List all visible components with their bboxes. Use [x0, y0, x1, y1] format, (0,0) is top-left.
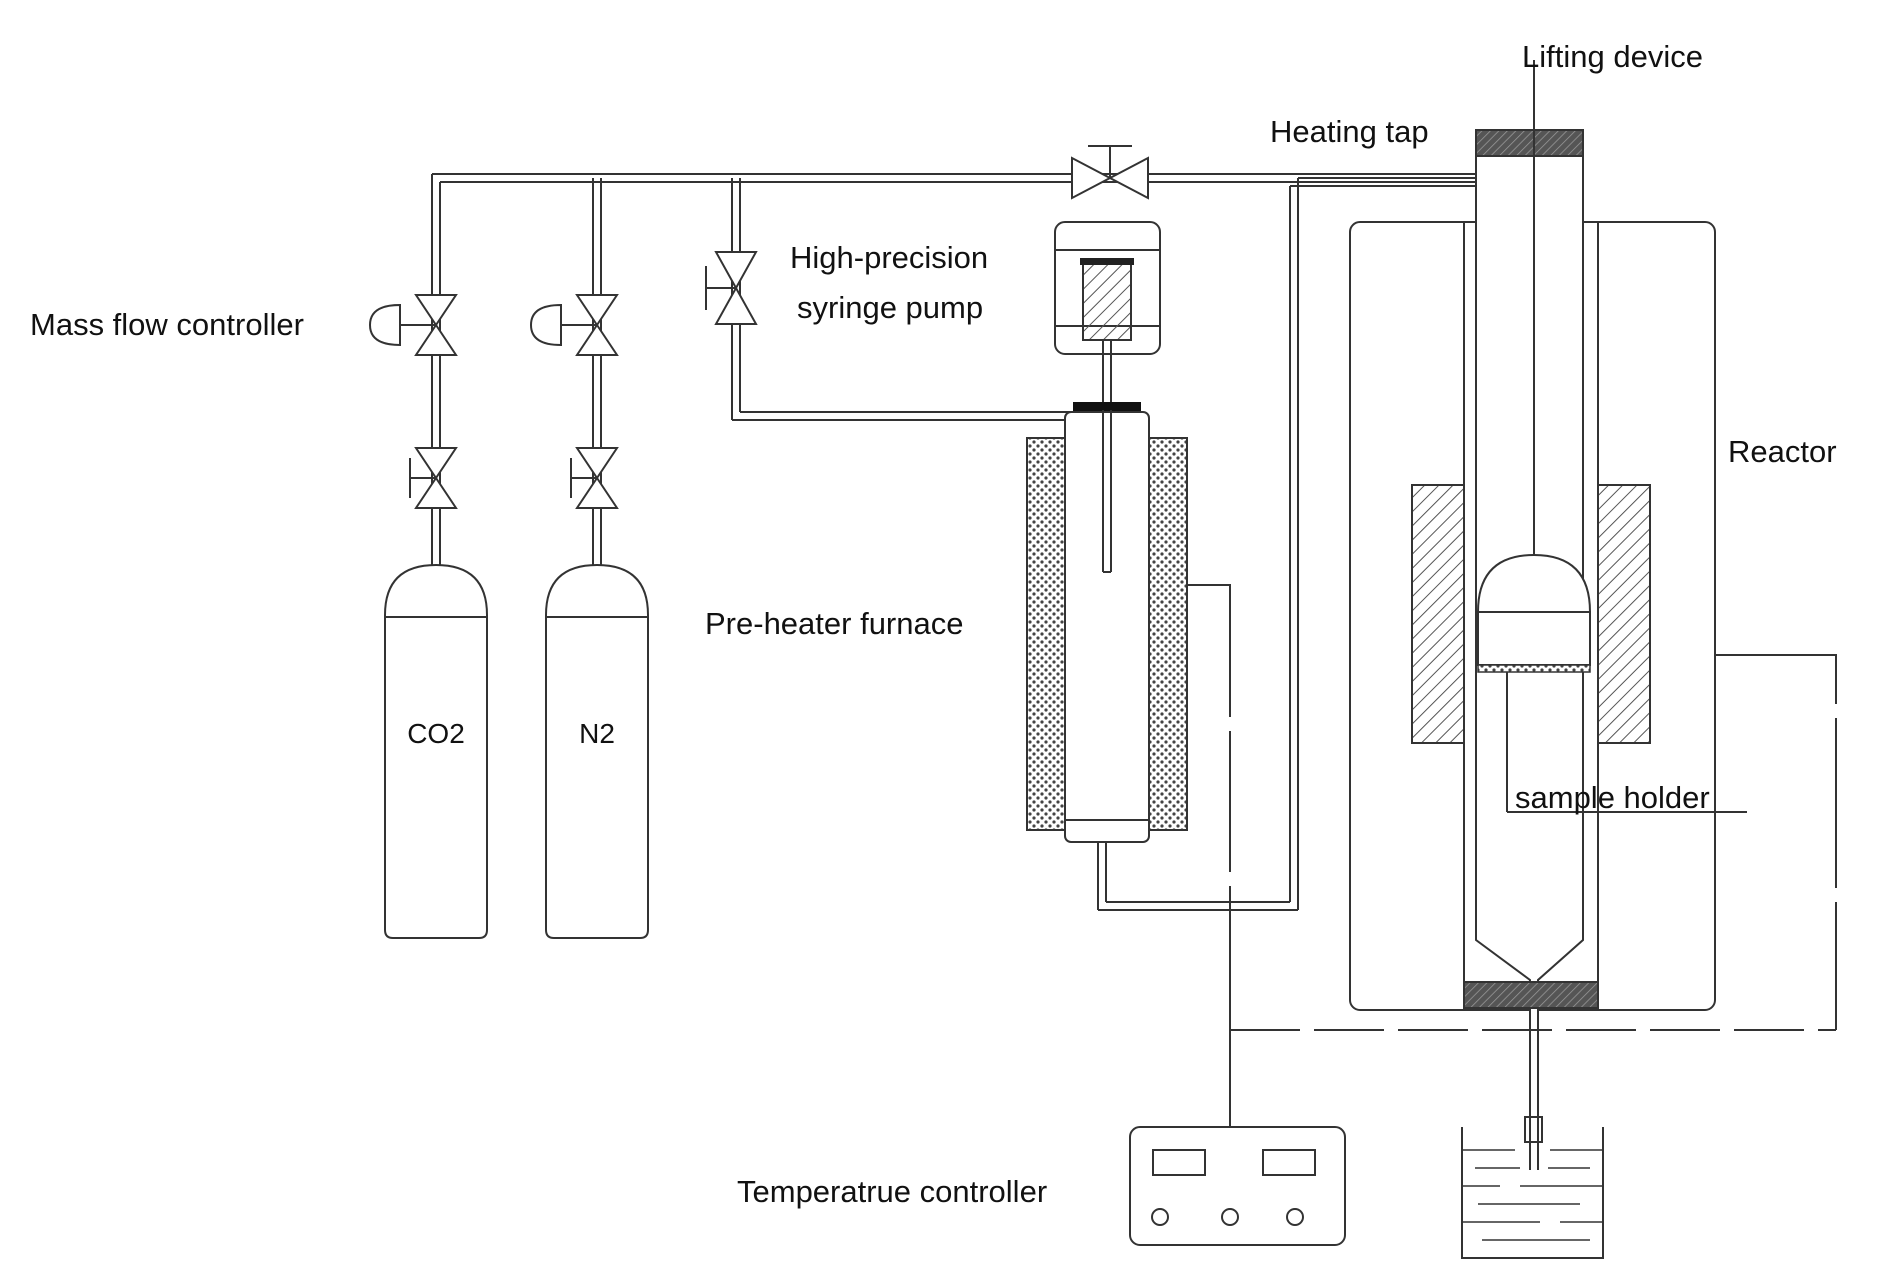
- heating-element: [1411, 484, 1651, 744]
- syringe-pump: [1054, 221, 1161, 410]
- thermocouple-wiring: [1187, 584, 1837, 1145]
- mass-flow-controller-co2: [368, 294, 458, 356]
- heating-tap-label: Heating tap: [1270, 114, 1429, 149]
- reactor-tube: [1463, 60, 1599, 1031]
- shutoff-valve-bypass: [705, 251, 758, 325]
- pre-heater-furnace: [1026, 402, 1188, 848]
- shutoff-valve-n2: [570, 447, 619, 509]
- co2-cylinder: CO2: [384, 563, 488, 939]
- syringe-pump-label-line2: syringe pump: [797, 290, 983, 325]
- n2-cylinder: N2: [545, 563, 649, 939]
- syringe-pump-label-line1: High-precision: [790, 240, 988, 275]
- n2-label: N2: [579, 718, 615, 749]
- shutoff-valve-co2: [409, 447, 458, 509]
- temperature-controller-label: Temperatrue controller: [737, 1174, 1047, 1209]
- pre-heater-furnace-label: Pre-heater furnace: [705, 606, 963, 641]
- mass-flow-controller-label: Mass flow controller: [30, 307, 304, 342]
- sample-holder: [1476, 553, 1747, 813]
- co2-label: CO2: [407, 718, 465, 749]
- lifting-device-label: Lifting device: [1522, 39, 1703, 74]
- gas-piping: [431, 173, 1475, 911]
- temperature-controller: [1129, 1126, 1346, 1246]
- mass-flow-controller-n2: [529, 294, 619, 356]
- shutoff-valve-main: [1071, 145, 1149, 200]
- reactor-label: Reactor: [1728, 434, 1837, 469]
- collection-beaker: [1461, 1030, 1604, 1259]
- sample-holder-label: sample holder: [1515, 780, 1710, 815]
